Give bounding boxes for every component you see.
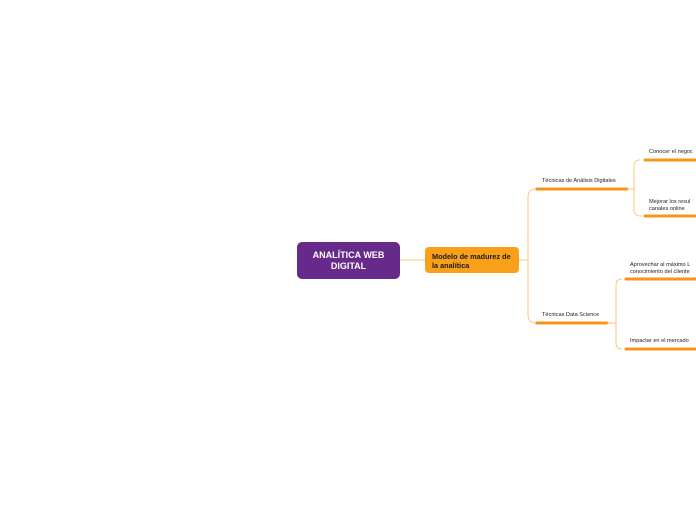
subtopic-impactar-mercado[interactable]: Impactar en el mercado — [630, 338, 689, 345]
root-node-label: ANALÍTICA WEB DIGITAL — [312, 249, 385, 271]
subtopic-impactar-label: Impactar en el mercado — [630, 338, 689, 344]
subtopic-mejorar-label: Mejorar los resul canales online — [649, 199, 691, 213]
main-topic-node[interactable]: Modelo de madurez de la analítica — [425, 247, 519, 273]
root-node[interactable]: ANALÍTICA WEB DIGITAL — [297, 242, 400, 279]
branch-data-science[interactable]: Técnicas Data Science — [542, 312, 599, 319]
connector-main-branches — [519, 188, 537, 324]
subtopic-mejorar-resultados[interactable]: Mejorar los resul canales online — [649, 199, 696, 214]
branch-ds-label: Técnicas Data Science — [542, 312, 600, 318]
branch-analisis-digitales[interactable]: Técnicas de Análisis Digitales — [542, 178, 616, 185]
subtopic-conocer-label: Conocer el negoc — [649, 149, 693, 155]
subtopic-aprovechar-conocimiento[interactable]: Aprovechar al máximo L conocimiento del … — [630, 262, 696, 277]
branch-analisis-label: Técnicas de Análisis Digitales — [542, 178, 616, 184]
connector-analisis-children — [627, 159, 642, 217]
connector-ds-children — [607, 278, 623, 350]
subtopic-aprovechar-label: Aprovechar al máximo L conocimiento del … — [630, 262, 691, 276]
subtopic-conocer-negocio[interactable]: Conocer el negoc — [649, 149, 693, 156]
main-topic-label: Modelo de madurez de la analítica — [432, 252, 511, 270]
